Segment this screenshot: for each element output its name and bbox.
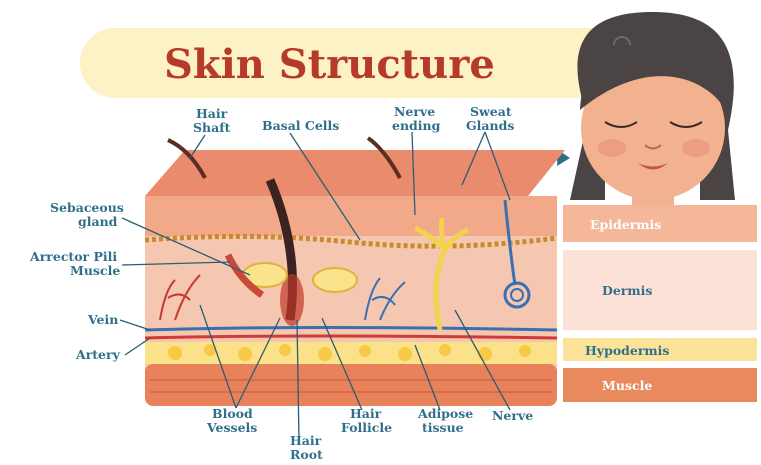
- hypodermis-label: Hypodermis: [585, 343, 669, 358]
- dermis-label: Dermis: [602, 283, 652, 298]
- basal-cells-label: Basal Cells: [262, 118, 339, 133]
- epidermis-label: Epidermis: [590, 217, 661, 232]
- title-banner: Skin Structure: [80, 28, 640, 98]
- page-title: Skin Structure: [164, 41, 495, 88]
- hair-shaft-label: Hair Shaft: [193, 106, 232, 135]
- adipose-tissue-label: Adipose tissue: [417, 406, 478, 435]
- artery-label: Artery: [75, 347, 121, 362]
- arrector-pili-label: Arrector Pili Muscle: [29, 249, 122, 278]
- sweat-glands-label: Sweat Glands: [466, 104, 516, 133]
- hair-follicle-label: Hair Follicle: [341, 406, 392, 435]
- dermis-band: [563, 250, 757, 330]
- blood-vessels-label: Blood Vessels: [206, 406, 257, 435]
- hair-root-label: Hair Root: [290, 433, 326, 462]
- layer-bands: Epidermis Dermis Hypodermis Muscle: [563, 205, 757, 402]
- muscle-band: [563, 368, 757, 402]
- sebaceous-gland-label: Sebaceous gland: [50, 200, 128, 229]
- muscle-label: Muscle: [602, 378, 652, 393]
- nerve-ending-label: Nerve ending: [392, 104, 441, 133]
- face-illustration: [570, 12, 735, 208]
- nerve-label: Nerve: [492, 408, 533, 423]
- vein-label: Vein: [87, 312, 118, 327]
